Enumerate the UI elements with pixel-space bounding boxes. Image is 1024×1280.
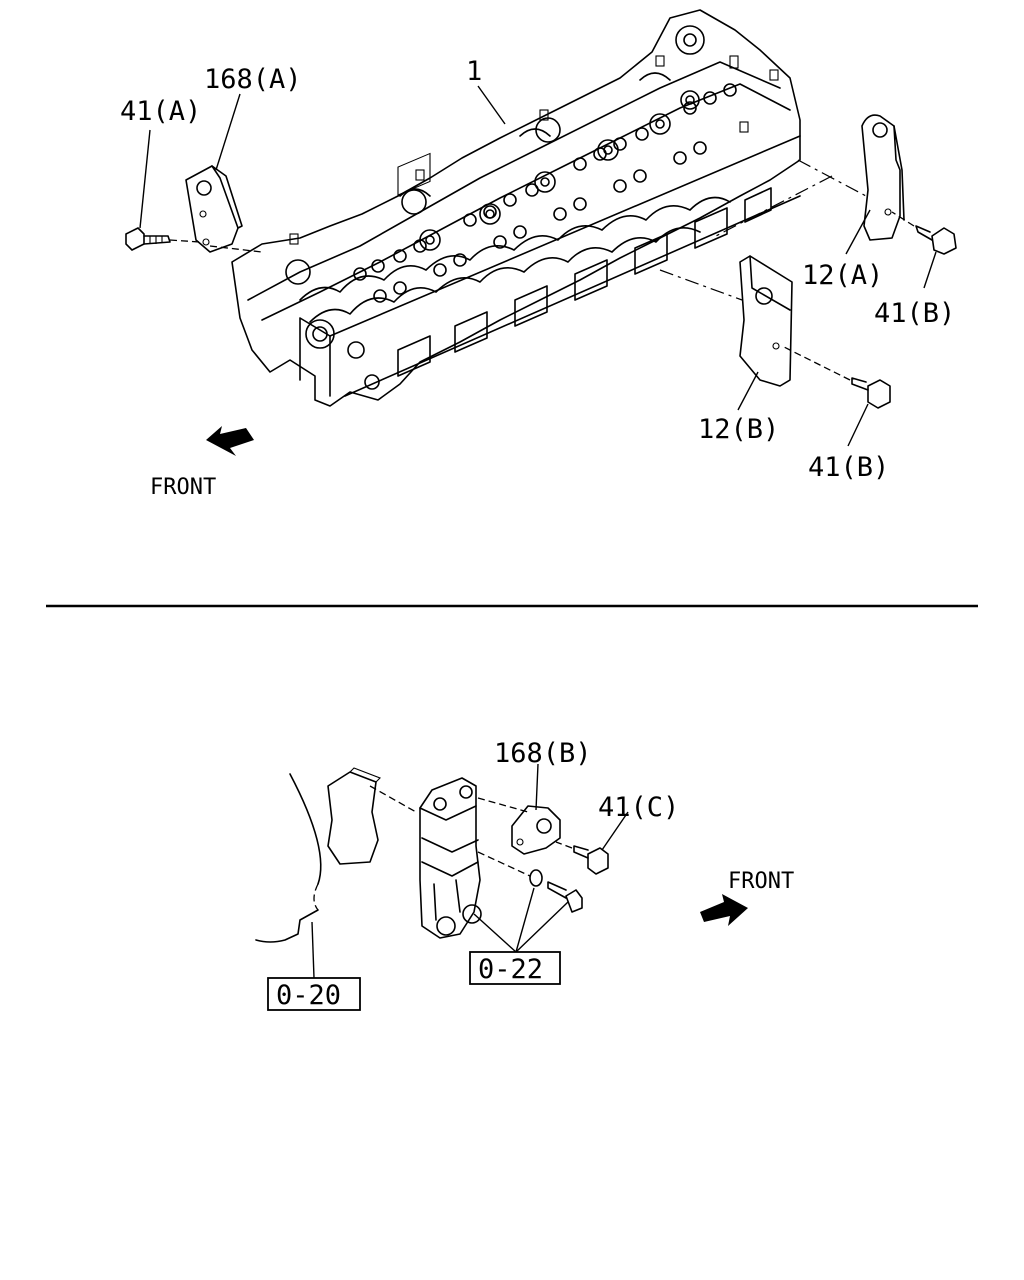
label-front-bottom: FRONT — [728, 869, 794, 894]
bracket-168b — [477, 797, 561, 855]
front-arrow-icon — [206, 426, 254, 456]
bolt-41c — [555, 841, 609, 875]
bracket-168a — [185, 165, 243, 253]
ref-box-0-22 — [469, 951, 561, 985]
label-12a: 12(A) — [802, 260, 883, 291]
label-front-top: FRONT — [150, 475, 216, 500]
ref-box-0-20 — [267, 977, 361, 1011]
label-41c: 41(C) — [598, 792, 679, 823]
bolt-41b-lower — [781, 345, 891, 409]
label-41a: 41(A) — [120, 96, 201, 127]
label-168b: 168(B) — [494, 738, 592, 769]
label-168a: 168(A) — [204, 64, 302, 95]
flywheel-housing — [255, 767, 417, 943]
label-part-1: 1 — [466, 56, 482, 87]
bracket-12a — [861, 114, 905, 241]
front-arrow-icon — [700, 894, 748, 926]
label-41b-lower: 41(B) — [808, 452, 889, 483]
label-ref-0-22: 0-22 — [478, 954, 543, 985]
label-41b-upper: 41(B) — [874, 298, 955, 329]
cylinder-head — [231, 9, 801, 407]
bracket-12b — [739, 255, 793, 387]
label-12b: 12(B) — [698, 414, 779, 445]
bolt-41a — [125, 227, 263, 253]
washer-and-bolt — [477, 851, 583, 913]
label-ref-0-20: 0-20 — [276, 980, 341, 1011]
bolt-41b-upper — [891, 211, 957, 255]
engine-mount-bracket — [419, 777, 482, 939]
